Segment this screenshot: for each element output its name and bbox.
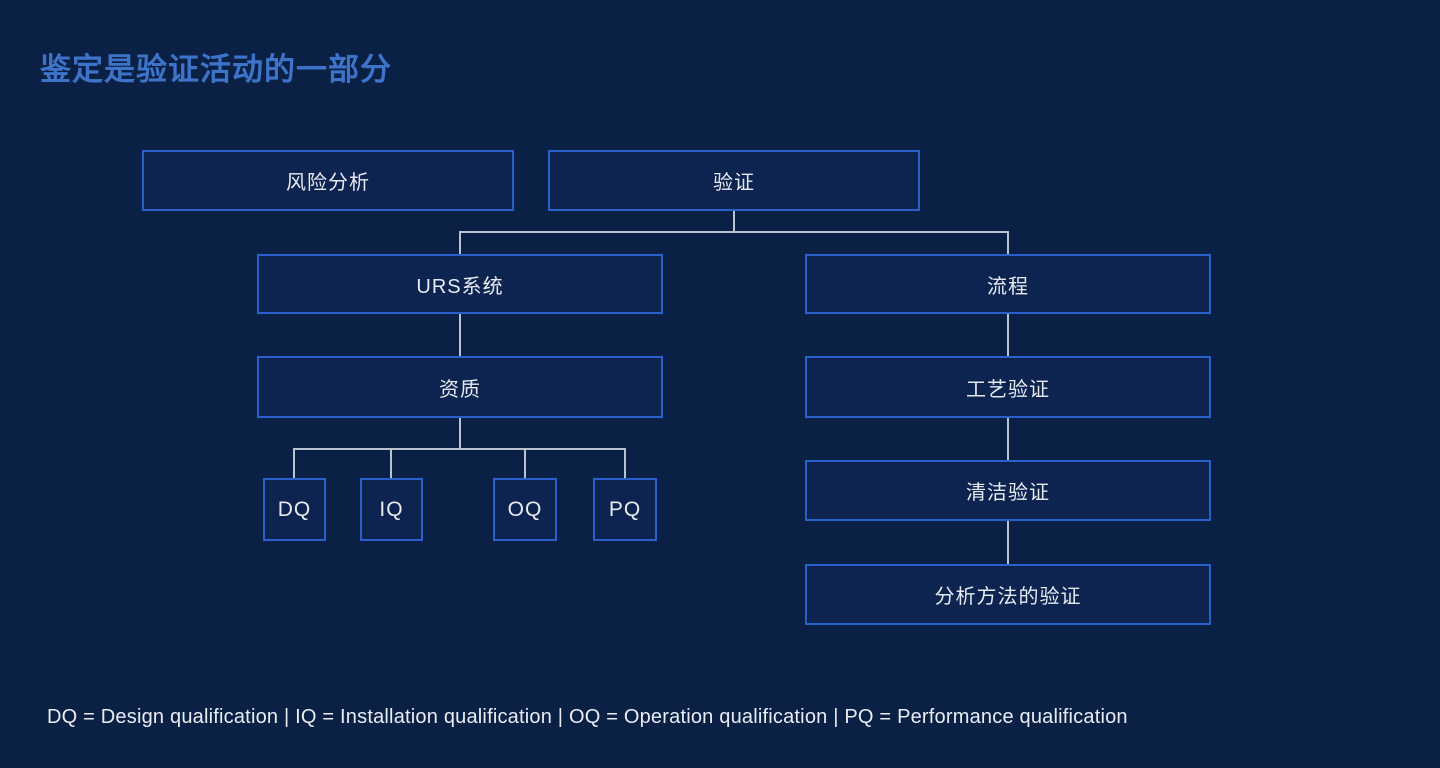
- node-pq: PQ: [593, 478, 657, 541]
- connector-qualification-down: [459, 418, 461, 448]
- connector-oq-drop: [524, 448, 526, 478]
- connector-iq-drop: [390, 448, 392, 478]
- connector-process-drop: [1007, 231, 1009, 254]
- node-iq: IQ: [360, 478, 423, 541]
- node-qualification: 资质: [257, 356, 663, 418]
- node-urs-system: URS系统: [257, 254, 663, 314]
- node-validation: 验证: [548, 150, 920, 211]
- connector-validation-down: [733, 211, 735, 232]
- node-process-validation: 工艺验证: [805, 356, 1211, 418]
- connector-pv-to-cleaning: [1007, 418, 1009, 460]
- page-title: 鉴定是验证活动的一部分: [40, 52, 392, 87]
- connector-urs-drop: [459, 231, 461, 254]
- node-analytical-method-validation: 分析方法的验证: [805, 564, 1211, 625]
- connector-small-horizontal: [293, 448, 626, 450]
- qualification-legend: DQ = Design qualification | IQ = Install…: [47, 706, 1128, 728]
- node-oq: OQ: [493, 478, 557, 541]
- node-dq: DQ: [263, 478, 326, 541]
- node-process: 流程: [805, 254, 1211, 314]
- connector-cleaning-to-analytical: [1007, 521, 1009, 564]
- node-cleaning-validation: 清洁验证: [805, 460, 1211, 521]
- connector-dq-drop: [293, 448, 295, 478]
- connector-pq-drop: [624, 448, 626, 478]
- node-risk-analysis: 风险分析: [142, 150, 514, 211]
- connector-branch-horizontal: [459, 231, 1009, 233]
- connector-process-to-process-validation: [1007, 314, 1009, 356]
- connector-urs-to-qualification: [459, 314, 461, 356]
